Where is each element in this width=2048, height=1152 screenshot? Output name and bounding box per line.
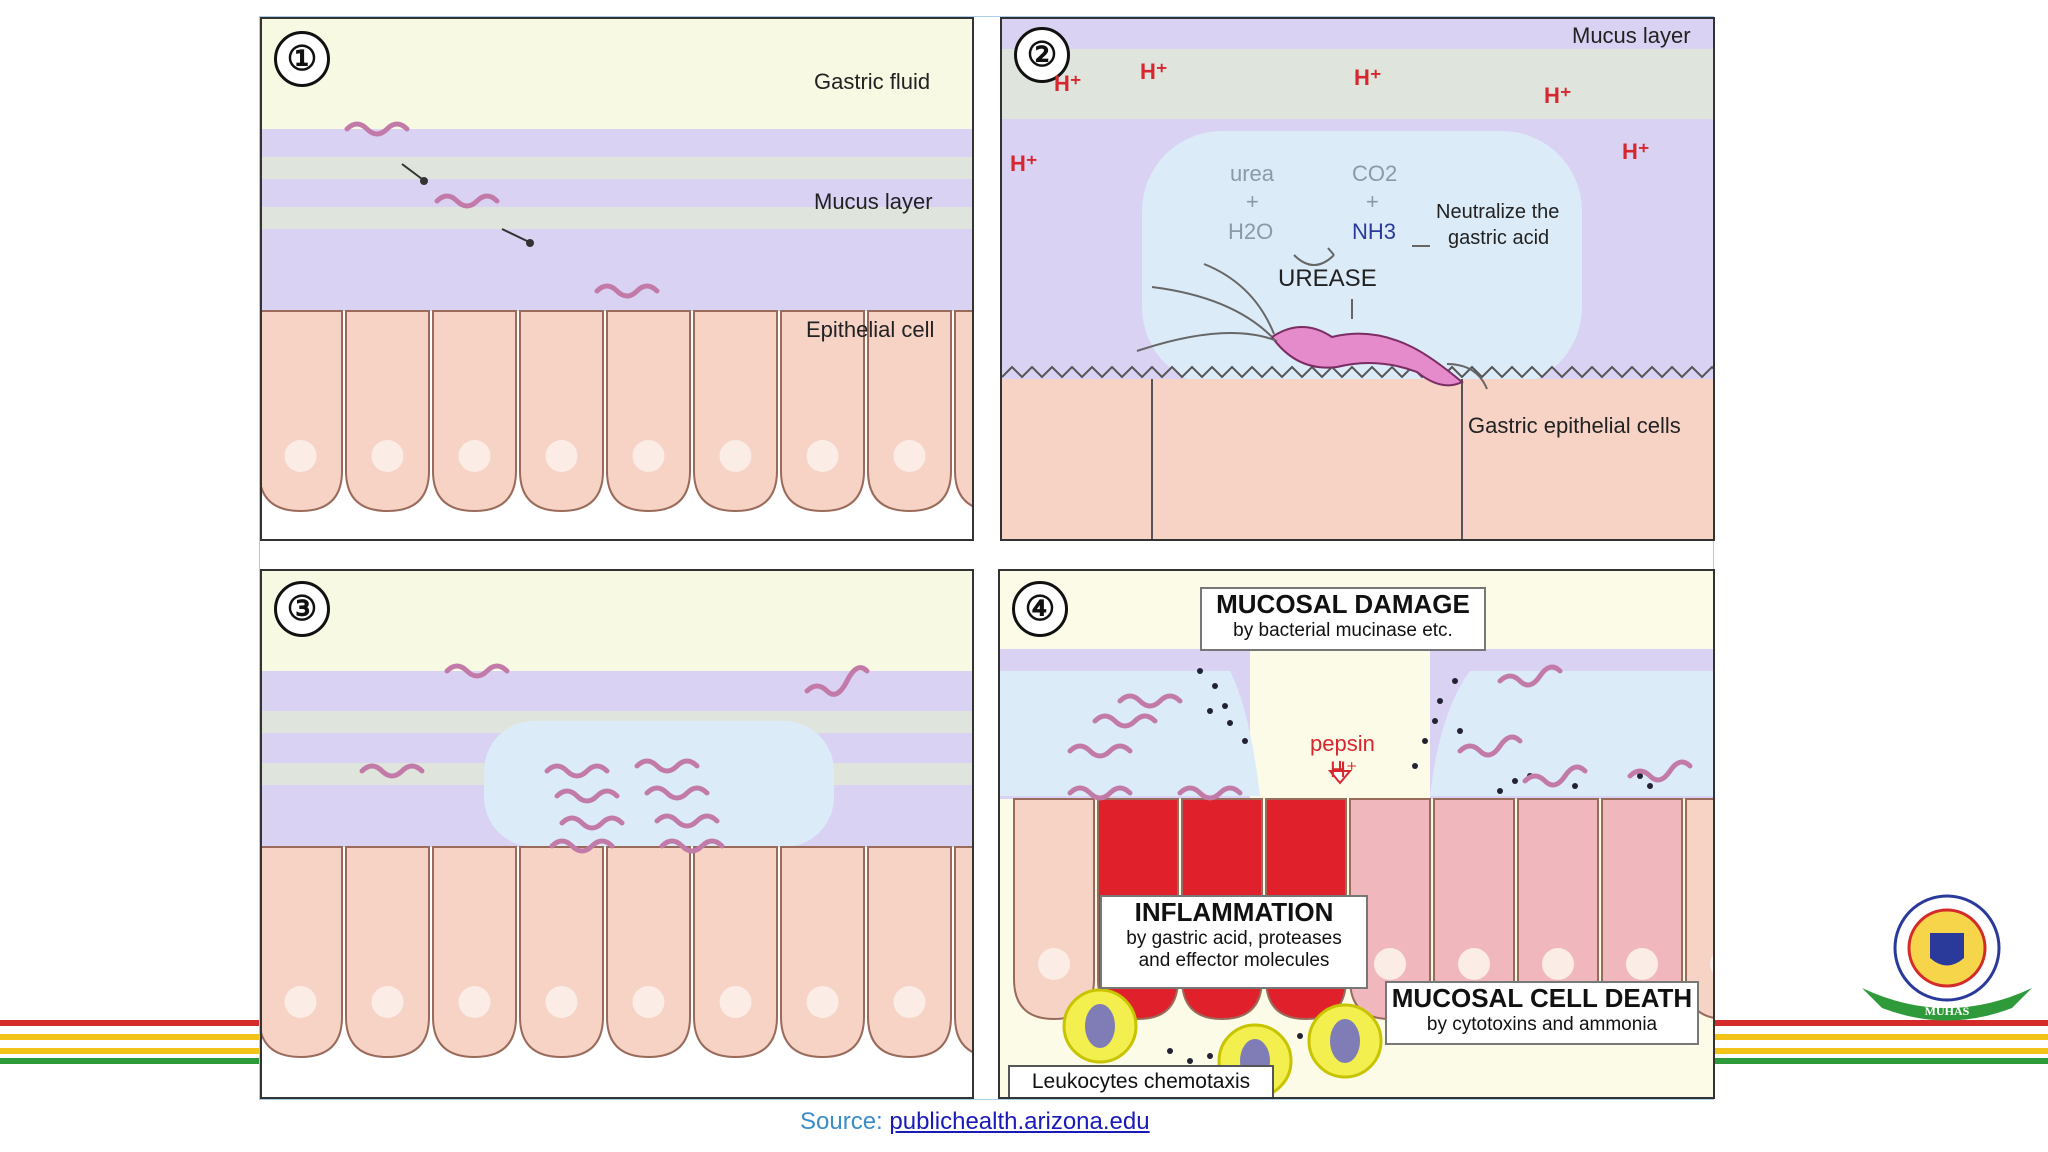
epithelial-cell-shape (954, 846, 972, 1053)
cell-nucleus (806, 986, 839, 1018)
plus-1: + (1246, 189, 1259, 214)
cell-nucleus (1542, 948, 1574, 980)
cell-nucleus (458, 986, 491, 1018)
step-1-number: ① (274, 31, 330, 87)
proton-2: H⁺ (1140, 59, 1168, 84)
cell-nucleus (893, 986, 926, 1018)
epithelial-cell-shape (867, 846, 952, 1059)
epithelial-cell-shape (867, 310, 952, 513)
cell-nucleus (632, 986, 665, 1018)
pepsin-label: pepsin (1310, 731, 1375, 756)
cell-nucleus (719, 986, 752, 1018)
epithelial-cell-shape (432, 846, 517, 1059)
inflammation-line-2: and effector molecules (1138, 950, 1330, 971)
h-pylori-pathogenesis-figure: ① Gastric fluid Mucus layer Epithelial c… (259, 16, 1715, 1100)
epithelial-cell-shape (954, 310, 972, 507)
neutralize-line-1: Neutralize the (1436, 201, 1560, 223)
mucosal-cell-death-subtitle: by cytotoxins and ammonia (1426, 1014, 1658, 1035)
epithelial-cell-shape (780, 846, 865, 1059)
cell-nucleus (1374, 948, 1406, 980)
mucosal-cell-death-box: MUCOSAL CELL DEATH by cytotoxins and amm… (1385, 981, 1699, 1045)
inflammation-title: INFLAMMATION (1134, 897, 1334, 927)
cell-nucleus (545, 440, 578, 472)
mucosal-damage-title: MUCOSAL DAMAGE (1216, 589, 1470, 619)
gastric-fluid-label: Gastric fluid (814, 69, 931, 94)
pepsin-proton: H⁺ (1330, 757, 1358, 782)
panel-4: ④ MUCOSAL DAMAGE by bacterial mucinase e… (998, 569, 1715, 1099)
co2-label: CO2 (1352, 161, 1398, 186)
epithelial-cell-shape (262, 846, 343, 1059)
panel-2-drawing (1002, 19, 1713, 539)
proton-1: H⁺ (1054, 71, 1082, 96)
epithelial-cell-shape (1013, 798, 1095, 1021)
mucus-layer-label-2: Mucus layer (1572, 23, 1691, 48)
cell-nucleus (371, 440, 404, 472)
mucosal-cell-death-title: MUCOSAL CELL DEATH (1391, 983, 1693, 1013)
cell-nucleus (806, 440, 839, 472)
cell-nucleus (1626, 948, 1658, 980)
plus-2: + (1366, 189, 1379, 214)
source-credit: Source: publichealth.arizona.edu (800, 1108, 1150, 1136)
epithelial-cell-shape (345, 846, 430, 1059)
panel-3-drawing (262, 571, 972, 1059)
source-link[interactable]: publichealth.arizona.edu (889, 1108, 1150, 1135)
urease-label: UREASE (1278, 265, 1377, 292)
urea-label: urea (1230, 161, 1275, 186)
cell-nucleus (284, 440, 317, 472)
step-2-number: ② (1014, 27, 1070, 83)
leukocytes-label: Leukocytes chemotaxis (1031, 1070, 1251, 1093)
step-3-number: ③ (274, 581, 330, 637)
cell-nucleus (1458, 948, 1490, 980)
cell-nucleus (632, 440, 665, 472)
cell-nucleus (545, 986, 578, 1018)
h2o-label: H2O (1228, 219, 1274, 244)
source-label: Source: (800, 1108, 890, 1135)
proton-6: H⁺ (1622, 139, 1650, 164)
epithelial-cell-shape (693, 846, 778, 1059)
cell-nucleus (458, 440, 491, 472)
epithelial-cell-shape (519, 310, 604, 513)
inflammation-line-1: by gastric acid, proteases (1126, 928, 1342, 949)
neutralize-line-2: gastric acid (1448, 227, 1550, 249)
cell-nucleus (719, 440, 752, 472)
epithelial-cell-shape (262, 310, 343, 513)
panel-2: ② Mucus layer H⁺ H⁺ H⁺ H⁺ H⁺ H⁺ urea + H… (1000, 17, 1715, 541)
proton-5: H⁺ (1010, 151, 1038, 176)
nh3-label: NH3 (1352, 219, 1397, 244)
epithelial-cell-shape (606, 310, 691, 513)
gastric-epithelial-label: Gastric epithelial cells (1468, 413, 1681, 438)
cell-nucleus (371, 986, 404, 1018)
cell-nucleus (893, 440, 926, 472)
panel-1-drawing (262, 19, 972, 513)
epithelial-cell-label: Epithelial cell (806, 317, 935, 342)
epithelial-cell-shape (780, 310, 865, 513)
epithelial-cell-shape (693, 310, 778, 513)
mucosal-damage-box: MUCOSAL DAMAGE by bacterial mucinase etc… (1200, 587, 1486, 651)
muhas-logo: MUHAS (1862, 894, 2032, 1021)
panel-1: ① Gastric fluid Mucus layer Epithelial c… (260, 17, 974, 541)
cell-nucleus (1038, 948, 1070, 980)
epithelial-cell-shape (606, 846, 691, 1059)
proton-4: H⁺ (1544, 83, 1572, 108)
epithelial-cell-shape (345, 310, 430, 513)
cell-nucleus (1710, 954, 1713, 974)
leukocytes-label-box: Leukocytes chemotaxis (1008, 1065, 1274, 1097)
step-4-number: ④ (1012, 581, 1068, 637)
epithelial-cell-shape (519, 846, 604, 1059)
panel-3: ③ (260, 569, 974, 1099)
mucosal-damage-subtitle: by bacterial mucinase etc. (1233, 620, 1453, 641)
inflammation-box: INFLAMMATION by gastric acid, proteases … (1100, 895, 1368, 989)
cell-nucleus (284, 986, 317, 1018)
mucus-layer-label: Mucus layer (814, 189, 933, 214)
epithelial-cell-shape (432, 310, 517, 513)
logo-text: MUHAS (1925, 1004, 1970, 1018)
proton-3: H⁺ (1354, 65, 1382, 90)
